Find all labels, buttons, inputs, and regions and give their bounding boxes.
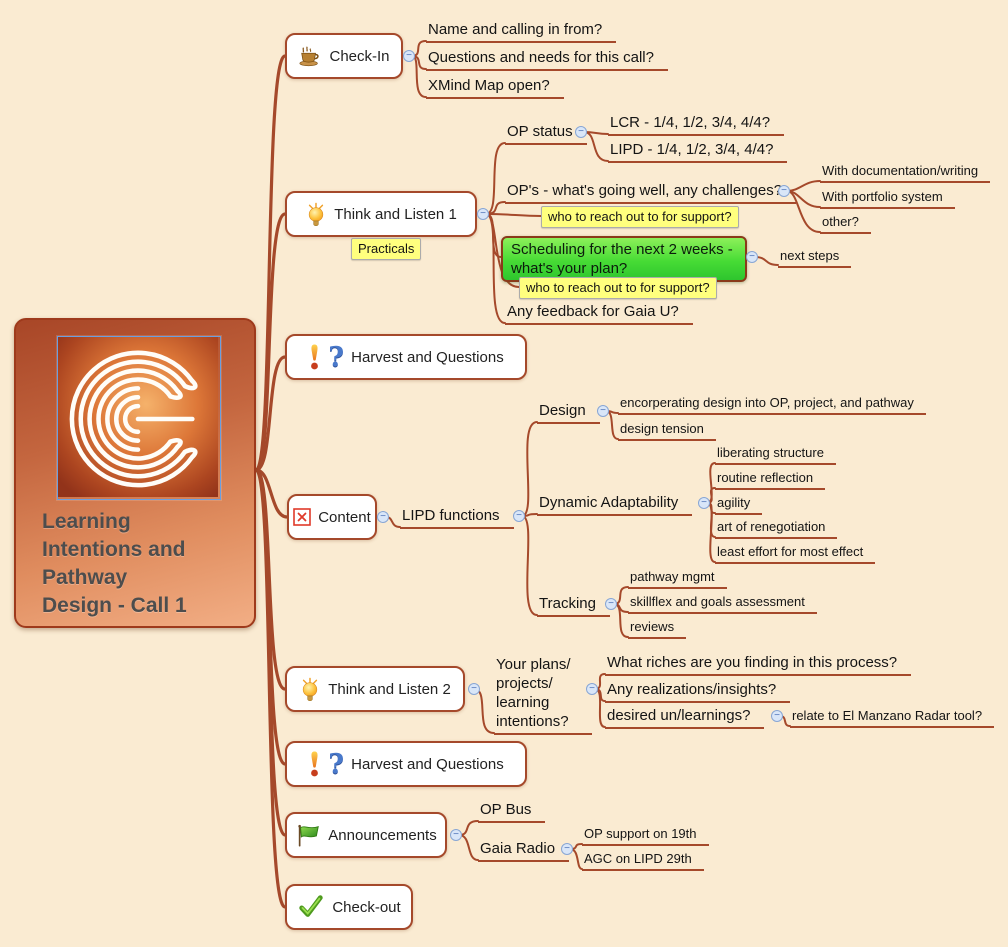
collapse-toggle-announcements[interactable]: −: [450, 829, 462, 841]
subtopic-feedback-gaia-u[interactable]: Any feedback for Gaia U?: [505, 301, 693, 325]
label-reach-out-support-2[interactable]: who to reach out to for support?: [519, 277, 717, 299]
collapse-toggle-think-listen-2[interactable]: −: [468, 683, 480, 695]
lightbulb-icon: [305, 201, 327, 228]
subtopic-op-support-19th[interactable]: OP support on 19th: [582, 825, 709, 846]
collapse-toggle-dynamic-adaptability[interactable]: −: [698, 497, 710, 509]
collapse-toggle-ops[interactable]: −: [778, 185, 790, 197]
label-reach-out-support-1[interactable]: who to reach out to for support?: [541, 206, 739, 228]
subtopic-lipd-functions[interactable]: LIPD functions: [400, 505, 514, 529]
collapse-toggle-your-plans[interactable]: −: [586, 683, 598, 695]
subtopic-liberating-structure[interactable]: liberating structure: [715, 444, 836, 465]
labyrinth-logo: [57, 336, 221, 500]
topic-think-and-listen-2[interactable]: Think and Listen 2: [285, 666, 465, 712]
subtopic-lcr[interactable]: LCR - 1/4, 1/2, 3/4, 4/4?: [608, 112, 785, 136]
subtopic-with-documentation[interactable]: With documentation/writing: [820, 162, 991, 183]
subtopic-next-steps[interactable]: next steps: [778, 247, 852, 268]
topic-announcements[interactable]: Announcements: [285, 812, 447, 858]
topic-label: Content: [318, 508, 371, 526]
subtopic-op-status[interactable]: OP status: [505, 121, 587, 145]
subtopic-xmind-open[interactable]: XMind Map open?: [426, 75, 564, 99]
question-icon: ?: [328, 341, 345, 373]
topic-harvest-and-questions-1[interactable]: ? Harvest and Questions: [285, 334, 527, 380]
subtopic-lipd[interactable]: LIPD - 1/4, 1/2, 3/4, 4/4?: [608, 139, 788, 163]
topic-label: Think and Listen 2: [328, 680, 451, 698]
exclamation-icon: [308, 750, 321, 779]
subtopic-tracking[interactable]: Tracking: [537, 593, 610, 617]
topic-label: Harvest and Questions: [351, 755, 504, 773]
subtopic-gaia-radio[interactable]: Gaia Radio: [478, 838, 570, 862]
question-icon: ?: [328, 748, 345, 780]
subtopic-op-bus[interactable]: OP Bus: [478, 799, 546, 823]
topic-label: Harvest and Questions: [351, 348, 504, 366]
topic-scheduling-green[interactable]: Scheduling for the next 2 weeks - what's…: [501, 236, 747, 282]
subtopic-reviews[interactable]: reviews: [628, 618, 687, 639]
subtopic-art-of-renegotiation[interactable]: art of renegotiation: [715, 518, 838, 539]
topic-harvest-and-questions-2[interactable]: ? Harvest and Questions: [285, 741, 527, 787]
subtopic-routine-reflection[interactable]: routine reflection: [715, 469, 826, 490]
subtopic-other[interactable]: other?: [820, 213, 871, 234]
subtopic-with-portfolio[interactable]: With portfolio system: [820, 188, 955, 209]
collapse-toggle-scheduling[interactable]: −: [746, 251, 758, 263]
subtopic-dynamic-adaptability[interactable]: Dynamic Adaptability: [537, 492, 693, 516]
topic-content[interactable]: Content: [287, 494, 377, 540]
collapse-toggle-think-listen-1[interactable]: −: [477, 208, 489, 220]
subtopic-what-riches[interactable]: What riches are you finding in this proc…: [605, 652, 912, 676]
topic-check-out[interactable]: Check-out: [285, 884, 413, 930]
exclamation-icon: [308, 343, 321, 372]
collapse-toggle-desired[interactable]: −: [771, 710, 783, 722]
subtopic-realizations-insights[interactable]: Any realizations/insights?: [605, 679, 791, 703]
subtopic-least-effort[interactable]: least effort for most effect: [715, 543, 876, 564]
root-title: Learning Intentions and Pathway Design -…: [42, 510, 187, 617]
topic-label: Announcements: [328, 826, 437, 844]
subtopic-pathway-mgmt[interactable]: pathway mgmt: [628, 568, 727, 589]
topic-label: Think and Listen 1: [334, 205, 457, 223]
collapse-toggle-design[interactable]: −: [597, 405, 609, 417]
topic-label: Check-In: [329, 47, 390, 65]
subtopic-design-tension[interactable]: design tension: [618, 420, 716, 441]
subtopic-questions-needs[interactable]: Questions and needs for this call?: [426, 47, 668, 71]
label-practicals[interactable]: Practicals: [351, 238, 422, 260]
coffee-cup-icon: [298, 44, 322, 68]
subtopic-agility[interactable]: agility: [715, 494, 763, 515]
collapse-toggle-tracking[interactable]: −: [605, 598, 617, 610]
collapse-toggle-op-status[interactable]: −: [575, 126, 587, 138]
collapse-toggle-gaia-radio[interactable]: −: [561, 843, 573, 855]
broken-image-icon: [293, 508, 312, 526]
collapse-toggle-content[interactable]: −: [377, 511, 389, 523]
collapse-toggle-lipd-functions[interactable]: −: [513, 510, 525, 522]
subtopic-agc-lipd-29th[interactable]: AGC on LIPD 29th: [582, 850, 704, 871]
topic-check-in[interactable]: Check-In: [285, 33, 403, 79]
subtopic-ops-going-well[interactable]: OP's - what's going well, any challenges…: [505, 180, 797, 204]
subtopic-el-manzano-radar[interactable]: relate to El Manzano Radar tool?: [790, 707, 995, 728]
flag-icon: [295, 823, 321, 848]
topic-think-and-listen-1[interactable]: Think and Listen 1: [285, 191, 477, 237]
subtopic-desired-unlearnings[interactable]: desired un/learnings?: [605, 705, 765, 729]
subtopic-name-calling[interactable]: Name and calling in from?: [426, 19, 617, 43]
checkmark-icon: [297, 894, 325, 920]
collapse-toggle-check-in[interactable]: −: [403, 50, 415, 62]
subtopic-skillflex-goals[interactable]: skillflex and goals assessment: [628, 593, 817, 614]
root-topic[interactable]: Learning Intentions and Pathway Design -…: [14, 318, 256, 628]
topic-label: Check-out: [332, 898, 401, 916]
subtopic-design[interactable]: Design: [537, 400, 600, 424]
subtopic-encorperating-design[interactable]: encorperating design into OP, project, a…: [618, 394, 926, 415]
lightbulb-icon: [299, 676, 321, 703]
subtopic-your-plans[interactable]: Your plans/ projects/ learning intention…: [494, 654, 592, 735]
